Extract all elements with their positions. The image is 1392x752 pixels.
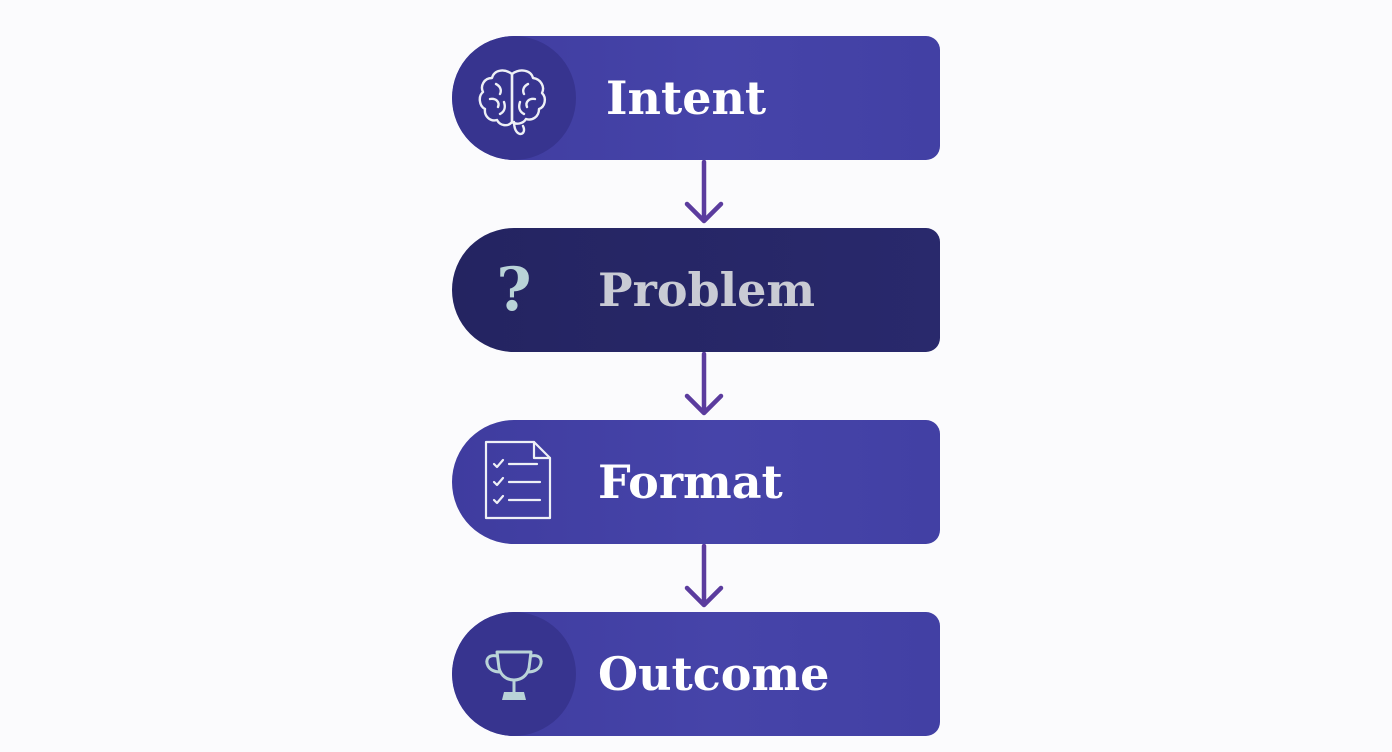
brain-icon <box>452 36 576 160</box>
step-label: Intent <box>606 71 767 125</box>
step-intent: Intent <box>452 36 940 160</box>
trophy-icon <box>452 612 576 736</box>
step-format: Format <box>452 420 940 544</box>
step-label: Outcome <box>598 647 830 701</box>
checklist-document-icon <box>452 420 576 544</box>
step-outcome: Outcome <box>452 612 940 736</box>
step-problem: ? Problem <box>452 228 940 352</box>
down-arrow <box>684 352 724 416</box>
down-arrow <box>684 160 724 224</box>
question-mark-icon: ? <box>496 255 532 325</box>
down-arrow <box>684 544 724 608</box>
step-label: Format <box>598 455 783 509</box>
step-label: Problem <box>598 263 816 317</box>
